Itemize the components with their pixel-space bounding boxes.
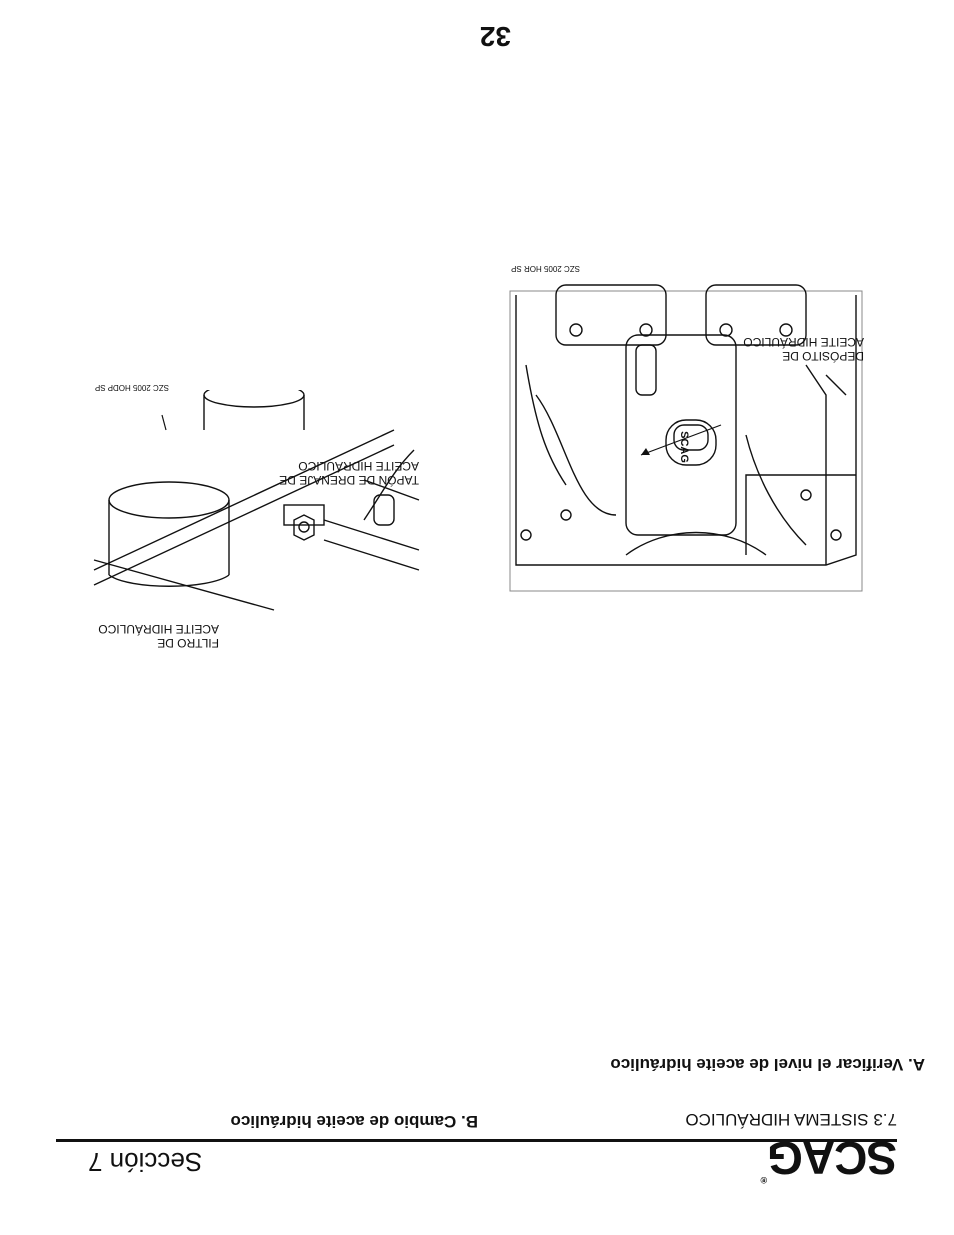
subsection-b-title: B. Cambio de aceite hidráulico — [230, 1112, 478, 1131]
header-divider — [56, 1139, 897, 1142]
filter-callout: FILTRO DE ACEITE HIDRÁULICO — [98, 622, 219, 650]
reservoir-callout: DEPÓSITO DE ACEITE HIDRÁULICO — [743, 335, 864, 363]
section-heading: 7.3 SISTEMA HIDRÁULICO — [685, 1110, 897, 1129]
section-label: Sección 7 — [88, 1147, 203, 1177]
figure-hydraulic-filter: FILTRO DE ACEITE HIDRÁULICO TAPÓN DE DRE… — [89, 383, 424, 650]
reservoir-callout-arrow — [640, 424, 722, 456]
filter-figure-code: SZC 2005 HODP SP — [94, 383, 169, 392]
page-number: 32 — [479, 21, 511, 52]
filter-illustration — [93, 390, 420, 611]
subsection-a-title: A. Verificar el nivel de aceite hidráuli… — [610, 1055, 925, 1074]
cap-logo-text: SCAG — [678, 431, 690, 463]
figure-hydraulic-reservoir: SCAG DEPÓSITO DE ACEITE HIDRÁULICO SZC 2… — [506, 255, 866, 595]
filter-callout-arrow — [161, 414, 167, 431]
reservoir-figure-code: SZC 2005 HOR SP — [511, 264, 580, 273]
drain-plug-callout: TAPÓN DE DRENAJE DE ACEITE HIDRÁULICO — [279, 459, 419, 487]
reservoir-illustration: SCAG — [509, 284, 863, 592]
